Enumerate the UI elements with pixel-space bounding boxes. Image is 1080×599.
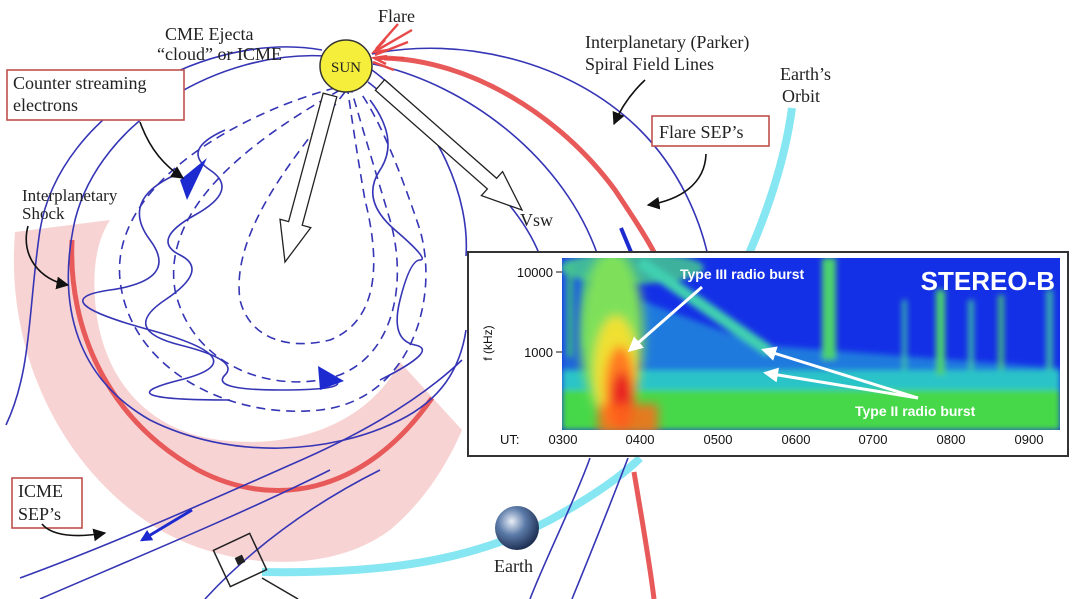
observer-box-pointer	[261, 577, 299, 599]
x-tick-label: 0800	[937, 432, 966, 447]
earth-icon	[495, 506, 539, 550]
x-tick-label: 0900	[1015, 432, 1044, 447]
shock-region	[13, 220, 463, 562]
sun-label: SUN	[331, 60, 361, 76]
cme-field-line-outer	[5, 46, 323, 426]
flare-sep-path-lower	[631, 471, 657, 599]
icme-sep-label: SEP’s	[18, 504, 61, 524]
flare-sep-path-upper	[383, 55, 659, 258]
x-tick-label: 0300	[549, 432, 578, 447]
counter-streaming-pointer	[139, 121, 185, 179]
shock-label: Shock	[22, 204, 65, 223]
electron-direction-arrow	[318, 366, 344, 390]
stereo-b-spectrogram-inset: 10000 1000 f (kHz) UT: 0300 0400 0500 06…	[467, 251, 1069, 457]
field-line-lower	[204, 469, 381, 599]
type3-pointer	[627, 285, 703, 352]
sun-disk	[319, 39, 373, 93]
spectrogram-vertical-streak	[822, 258, 836, 360]
parker-pointer	[612, 79, 646, 126]
spectrogram-vertical-streak	[998, 295, 1004, 370]
cme-ejecta-label: CME Ejecta	[165, 24, 253, 44]
parker-label: Interplanetary (Parker)	[585, 32, 749, 53]
cme-propagation-arrow	[279, 92, 338, 264]
interplanetary-shock-front	[69, 239, 435, 493]
earth-orbit-upper	[744, 107, 796, 258]
x-tick-label: 0600	[782, 432, 811, 447]
flare-label: Flare	[378, 6, 415, 26]
spectrogram-vertical-streak	[902, 300, 907, 370]
field-line-lower	[39, 469, 331, 599]
spectrogram-image	[562, 258, 1060, 430]
x-tick-label: 0400	[626, 432, 655, 447]
type2-pointer	[763, 367, 919, 400]
y-tick-label: 1000	[524, 345, 553, 360]
orbit-label: Orbit	[782, 86, 820, 106]
icme-sep-pointer	[41, 523, 107, 542]
interplanetary-label: Interplanetary	[22, 186, 118, 205]
sun: SUN	[319, 39, 373, 93]
electron-wavy-path	[82, 174, 231, 401]
solar-wind-arrow	[374, 78, 524, 212]
counter-streaming-box	[6, 69, 185, 121]
y-axis-label: f (kHz)	[481, 325, 495, 360]
flare-sep-label: Flare SEP’s	[659, 122, 744, 142]
spectrogram-vertical-streak	[968, 300, 974, 370]
type2-diagonal-streak	[636, 258, 774, 357]
cme-flux-rope-dashed	[238, 91, 375, 345]
electron-direction-arrow	[180, 158, 207, 200]
spiral-field-lines-label: Spiral Field Lines	[585, 54, 714, 74]
type3-burst-label: Type III radio burst	[680, 266, 805, 282]
x-tick-label: 0700	[859, 432, 888, 447]
type2-pointer	[761, 346, 919, 400]
spacecraft-label: STEREO-B	[921, 266, 1055, 296]
spectrogram-vertical-streak	[1046, 290, 1053, 370]
earth-label: Earth	[494, 556, 533, 576]
cme-cloud-label: “cloud” or ICME	[157, 44, 282, 64]
parker-field-line	[372, 63, 599, 257]
parker-field-line	[529, 457, 591, 599]
flare-sep-pointer	[646, 153, 707, 210]
electrons-label: electrons	[13, 95, 78, 115]
cme-flux-rope-dashed	[118, 87, 427, 412]
x-axis-prefix: UT:	[500, 432, 520, 447]
x-tick-label: 0500	[704, 432, 733, 447]
icme-sep-direction-arrow	[139, 508, 193, 542]
type2-drift-region	[640, 300, 1060, 386]
electron-wavy-path	[145, 129, 339, 391]
field-direction-marker	[619, 227, 633, 253]
observer-box-icon	[212, 532, 268, 588]
icme-label: ICME	[18, 481, 63, 501]
type2-burst-label: Type II radio burst	[855, 403, 976, 419]
spectrogram-noise-streak	[567, 262, 573, 357]
solar-wind-velocity-label: Vsw	[520, 210, 553, 230]
parker-field-line	[571, 457, 629, 599]
flare-sep-box	[651, 115, 770, 147]
flare-rays-icon	[370, 23, 413, 72]
shock-pointer	[25, 225, 70, 290]
icme-sep-box	[11, 477, 83, 529]
y-tick-label: 10000	[517, 265, 553, 280]
counter-streaming-label: Counter streaming	[13, 73, 146, 93]
spectrogram-vertical-streak	[936, 290, 945, 375]
earths-label: Earth’s	[780, 64, 831, 84]
spectrogram-low-freq-orange	[598, 404, 658, 430]
electron-wavy-path	[369, 99, 424, 381]
field-line-lower	[19, 359, 463, 579]
cme-flux-rope-dashed	[172, 89, 399, 383]
